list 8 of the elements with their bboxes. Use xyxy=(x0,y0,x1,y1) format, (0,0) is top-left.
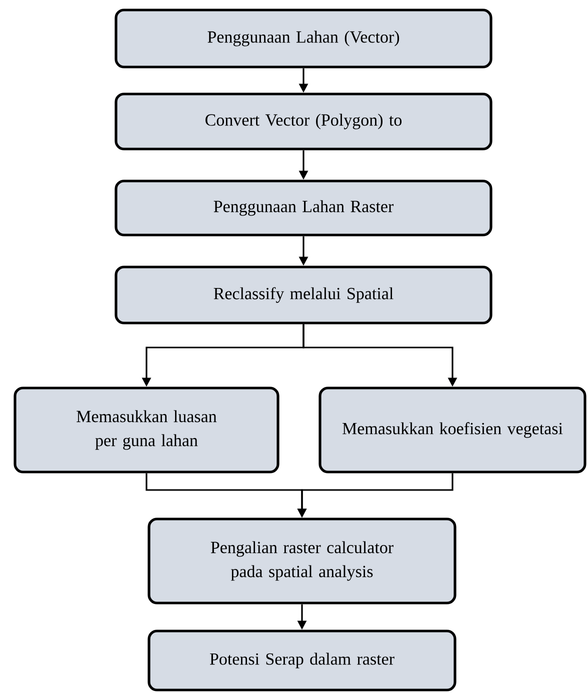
process-box: Potensi Serap dalam raster xyxy=(148,630,456,692)
process-box: Convert Vector (Polygon) to xyxy=(114,92,492,150)
process-box: Penggunaan Lahan (Vector) xyxy=(114,8,492,68)
process-box: Penggunaan Lahan Raster xyxy=(114,180,492,236)
process-box: Pengalian raster calculator pada spatial analysis xyxy=(148,518,456,604)
process-box: Reclassify melalui Spatial xyxy=(114,266,492,324)
process-box: Memasukkan koefisien vegetasi xyxy=(318,386,586,474)
process-box: Memasukkan luasan per guna lahan xyxy=(14,386,280,474)
